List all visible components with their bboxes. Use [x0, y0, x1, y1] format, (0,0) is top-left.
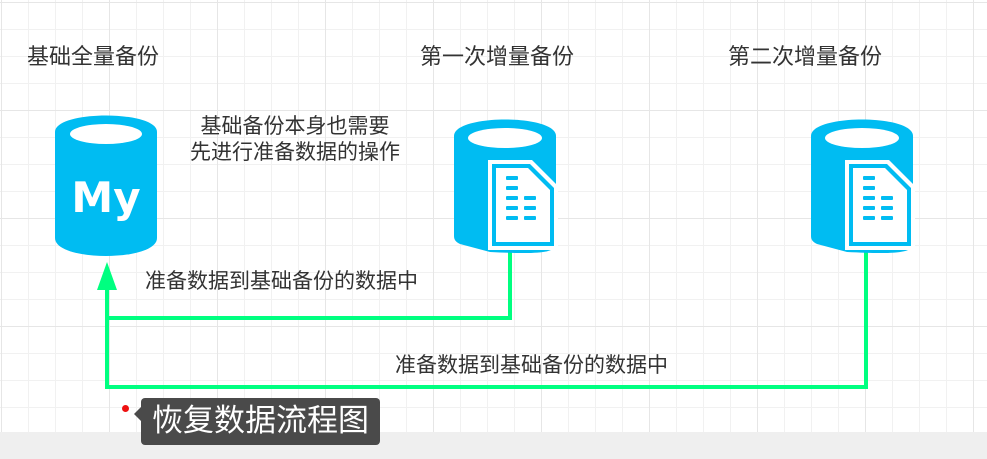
edge-label-inc1: 准备数据到基础备份的数据中 [145, 269, 418, 293]
arrow-head-icon [97, 262, 117, 290]
edge-inc1-to-base[interactable] [107, 250, 512, 320]
database-document-icon[interactable] [811, 119, 915, 254]
base-prepare-note: 基础备份本身也需要 先进行准备数据的操作 [160, 113, 430, 165]
edge-inc2-to-base[interactable] [105, 250, 868, 389]
diagram-graphics: My [55, 115, 915, 389]
connectors [97, 250, 868, 389]
database-document-icon[interactable] [454, 119, 558, 254]
marker-dot [122, 405, 129, 412]
node-title-base: 基础全量备份 [27, 45, 160, 70]
node-title-inc2: 第二次增量备份 [728, 45, 883, 70]
mysql-database-icon[interactable]: My [55, 115, 157, 257]
mysql-icon-text: My [71, 173, 140, 222]
caption-tooltip: 恢复数据流程图 [134, 398, 380, 445]
node-title-inc1: 第一次增量备份 [420, 45, 575, 70]
edge-label-inc2: 准备数据到基础备份的数据中 [395, 353, 668, 377]
note-line-2: 先进行准备数据的操作 [190, 140, 400, 164]
note-line-1: 基础备份本身也需要 [200, 114, 390, 138]
